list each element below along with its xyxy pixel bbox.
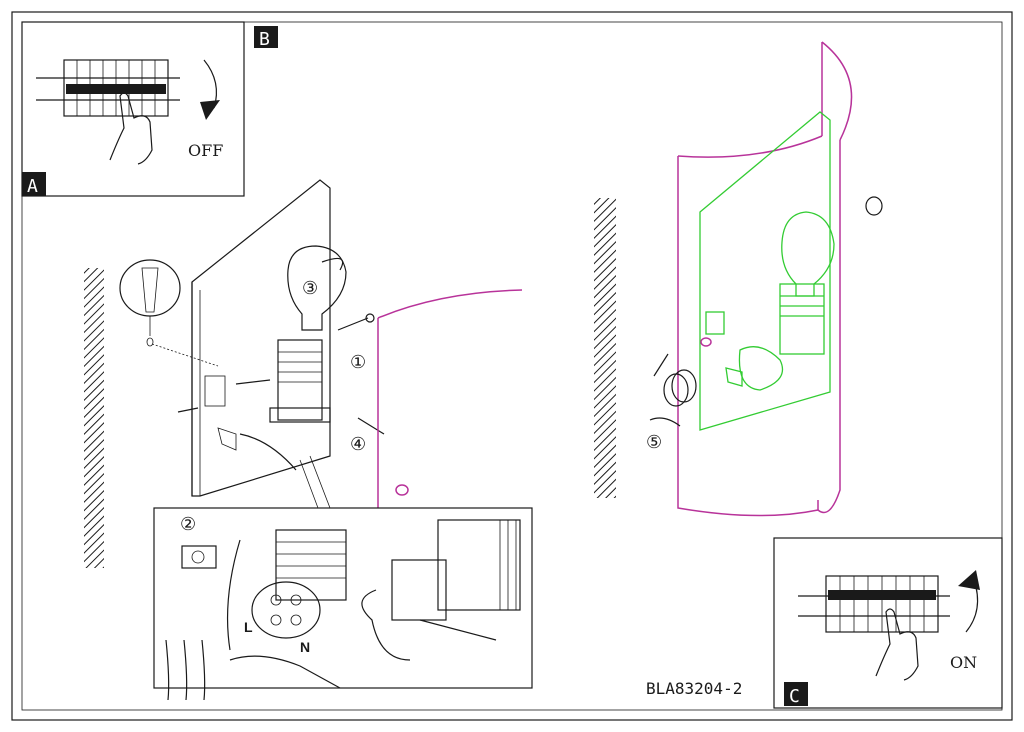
backplate-left (177, 179, 331, 497)
wire-l-label: L (244, 619, 253, 635)
step-2-label: ② (180, 514, 196, 535)
screw-icon (235, 313, 375, 385)
hand-icon (875, 608, 919, 681)
wall-hatch-left (84, 268, 104, 568)
panel-c: ON C (773, 537, 1003, 709)
wall-hatch-right (594, 198, 616, 498)
wall-plug-icon (119, 259, 219, 367)
step-1-label: ① (350, 352, 366, 373)
step-4-label: ④ (350, 434, 366, 455)
model-code: BLA83204-2 (646, 679, 742, 698)
wiring-detail: ② L N (153, 455, 533, 701)
hand-icon (109, 92, 153, 165)
lamp-socket-icon (269, 339, 331, 423)
breaker-panel-icon (36, 59, 180, 117)
panel-c-badge: C (789, 686, 800, 707)
assembled-lamp (677, 41, 853, 517)
knurled-nut-icon (663, 196, 883, 407)
panel-a: OFF A (21, 21, 245, 197)
step-5-label: ⑤ (646, 432, 662, 453)
panel-b-badge: B (259, 29, 270, 50)
wire-n-label: N (300, 639, 310, 655)
bulb-icon (287, 245, 347, 331)
panel-a-badge: A (27, 176, 38, 197)
outer-frame (11, 11, 1013, 721)
off-label: OFF (188, 141, 223, 160)
step-3-label: ③ (302, 278, 318, 299)
shade-left (377, 289, 523, 319)
inner-frame (21, 21, 1003, 711)
on-label: ON (950, 653, 977, 672)
breaker-panel-icon (798, 575, 950, 633)
